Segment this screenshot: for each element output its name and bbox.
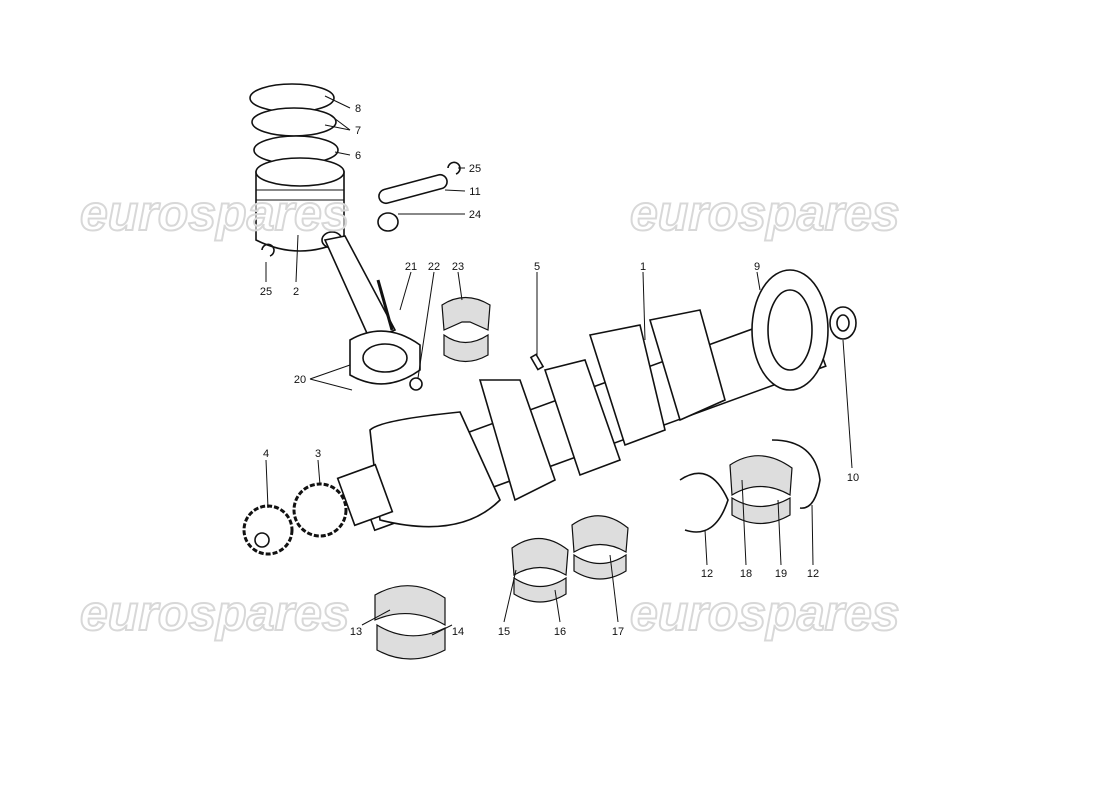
callout-3: 3 [315,448,321,460]
callout-6: 6 [355,150,361,162]
callout-5: 5 [534,261,540,273]
callout-4: 4 [263,448,269,460]
pilot-bearing [829,306,857,340]
callout-19: 19 [775,568,787,580]
callout-12: 12 [701,568,713,580]
leader-lines [265,95,853,636]
callout-24: 24 [469,209,481,221]
bearing-shells [374,296,821,660]
callout-12: 12 [807,568,819,580]
bush [377,212,399,232]
callout-25: 25 [260,286,272,298]
callout-17: 17 [612,626,624,638]
callout-13: 13 [350,626,362,638]
callout-10: 10 [847,472,859,484]
callout-22: 22 [428,261,440,273]
piston-rings [249,83,339,165]
piston-pin [378,173,448,205]
watermark: eurospares [80,585,350,641]
circlip [261,243,275,257]
callout-21: 21 [405,261,417,273]
watermark: eurospares [80,185,350,241]
callout-1: 1 [640,261,646,273]
callout-7: 7 [355,125,361,137]
callout-9: 9 [754,261,760,273]
callout-15: 15 [498,626,510,638]
callout-14: 14 [452,626,464,638]
watermarks: eurospares eurospares eurospares eurospa… [79,184,901,642]
callout-16: 16 [554,626,566,638]
connecting-rod [323,235,423,391]
callout-2: 2 [293,286,299,298]
callout-11: 11 [469,186,480,198]
gears [242,482,348,556]
watermark: eurospares [630,185,900,241]
callouts: 8 7 6 25 11 24 25 2 21 22 23 5 1 9 10 20… [260,103,859,638]
crankshaft [336,269,829,532]
callout-8: 8 [355,103,361,115]
circlip [447,161,461,175]
callout-18: 18 [740,568,752,580]
callout-25: 25 [469,163,481,175]
callout-23: 23 [452,261,464,273]
watermark: eurospares [630,585,900,641]
callout-20: 20 [294,374,306,386]
